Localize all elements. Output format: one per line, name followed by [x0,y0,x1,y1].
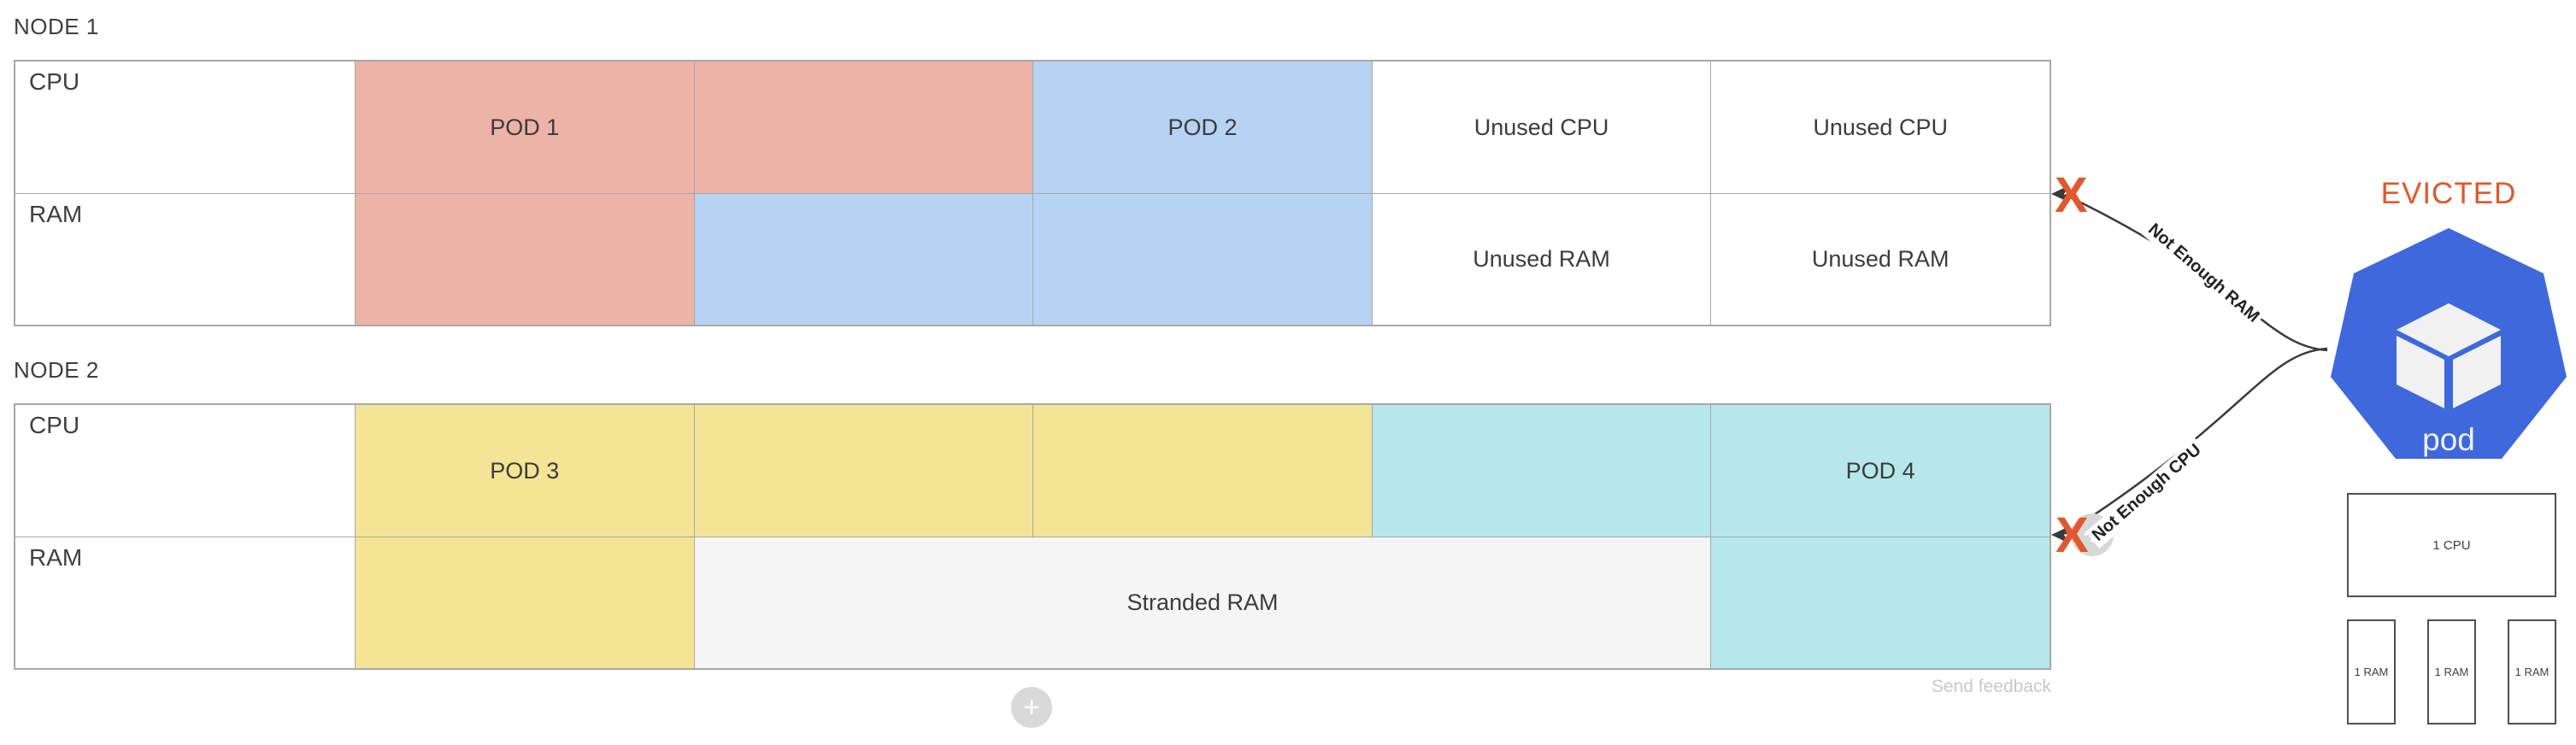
cell-unused-cpu: Unused CPU [1371,62,1711,193]
cell-pod-1: POD 1 [355,62,694,193]
cell-unused-ram: Unused RAM [1710,194,2050,325]
row-label: CPU [29,68,80,95]
x-mark-node1-icon: X [2055,167,2088,223]
row-label: CPU [29,412,80,438]
ram-requirement-group: 1 RAM 1 RAM 1 RAM [2347,619,2556,724]
ram-requirement-box: 1 RAM [2427,619,2476,724]
cell [693,62,1033,193]
row-cells: POD 3 POD 4 [355,405,2050,537]
row-cells: Stranded RAM [355,537,2050,668]
cell [355,194,694,325]
cell-pod-2: POD 2 [1032,62,1372,193]
send-feedback-link[interactable]: Send feedback [1931,677,2051,696]
row-label: RAM [29,544,83,571]
cell [693,194,1033,325]
cube-left-face-icon [2397,336,2444,408]
cell-pod-3: POD 3 [355,405,694,537]
ram-requirement-box: 1 RAM [2347,619,2396,724]
node-title: NODE 2 [14,357,99,383]
edge-label-not-enough-ram: Not Enough RAM [2140,217,2267,330]
kubernetes-pod-icon: pod [2331,228,2567,459]
add-button[interactable]: + [1011,687,1052,728]
cell [1371,405,1711,537]
resource-row-cpu: CPU POD 3 POD 4 [15,405,2050,537]
cpu-requirement-box: 1 CPU [2347,493,2556,597]
ram-requirement-box: 1 RAM [2508,619,2556,724]
cell-stranded-ram: Stranded RAM [694,537,1710,668]
pod-text: pod [2422,422,2475,457]
node-table: CPU POD 3 POD 4 RAM Stranded RAM [14,403,2051,670]
evicted-label: EVICTED [2380,177,2517,210]
cell-unused-cpu: Unused CPU [1710,62,2050,193]
cell [693,405,1033,537]
cell [355,537,694,668]
cube-top-face-icon [2397,303,2501,356]
row-label: RAM [29,201,83,227]
cell [1032,194,1372,325]
cell [1032,405,1372,537]
edge-label-not-enough-cpu: Not Enough CPU [2085,437,2209,548]
resource-row-ram: RAM Stranded RAM [15,537,2050,668]
cube-right-face-icon [2453,336,2501,408]
cell-pod-4: POD 4 [1710,405,2050,537]
x-mark-node2-icon: X [2056,507,2089,563]
cell [1710,537,2050,668]
node-title: NODE 1 [14,14,99,39]
cell-unused-ram: Unused RAM [1371,194,1711,325]
